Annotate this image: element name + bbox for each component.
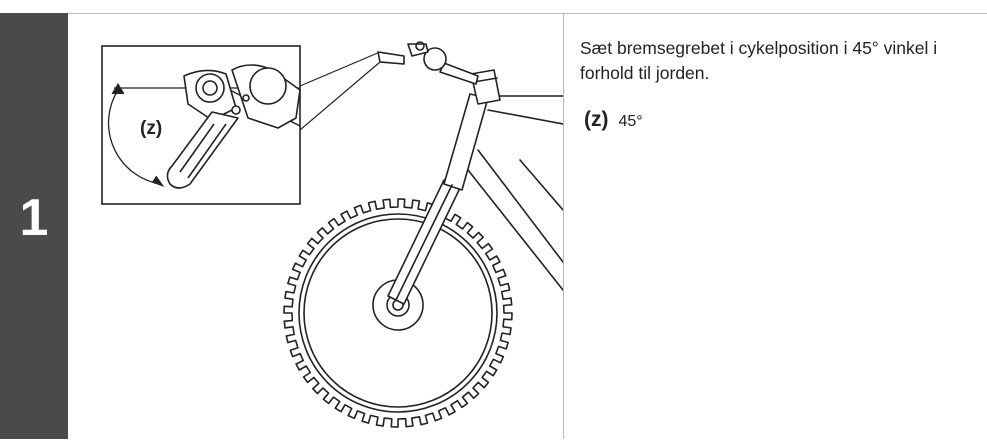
figure-panel: (z) bbox=[68, 14, 563, 439]
brake-lever-inset-icon: (z) bbox=[101, 45, 301, 205]
step-number: 1 bbox=[19, 189, 49, 247]
instruction-text: Sæt bremsegrebet i cykelposition i 45° v… bbox=[580, 38, 938, 83]
callout-key: (z) bbox=[584, 108, 609, 131]
column-divider bbox=[563, 14, 564, 439]
callout-item: (z) 45° bbox=[584, 108, 970, 132]
step-bar bbox=[0, 13, 68, 439]
instruction-panel: Sæt bremsegrebet i cykelposition i 45° v… bbox=[580, 36, 970, 132]
inset-angle-label: (z) bbox=[140, 118, 162, 139]
figure-illustration: (z) bbox=[101, 41, 563, 428]
callout-value: 45° bbox=[618, 113, 643, 130]
top-rule bbox=[0, 13, 987, 14]
inset-leader-lines bbox=[299, 51, 381, 131]
bicycle-front-wheel-icon bbox=[283, 41, 563, 428]
